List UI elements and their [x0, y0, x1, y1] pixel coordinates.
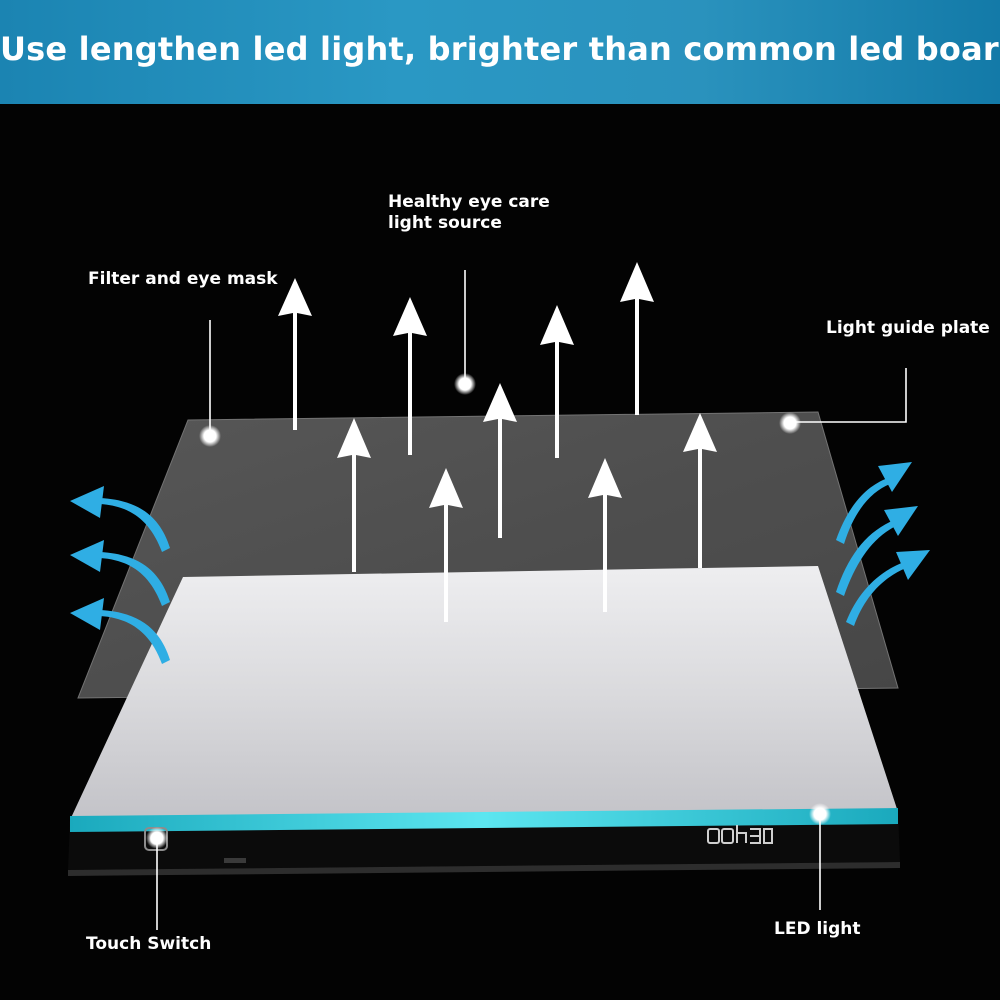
light-arrow	[483, 383, 517, 538]
curved-arrow	[70, 540, 170, 606]
light-arrow	[588, 458, 622, 612]
light-arrow	[683, 413, 717, 568]
leader-lines	[156, 270, 907, 930]
eye-care-callout: Healthy eye care light source	[388, 192, 550, 234]
banner-title: Use lengthen led light, brighter than co…	[0, 30, 1000, 68]
brand-logo	[707, 825, 773, 844]
dot-filter	[199, 425, 221, 447]
curved-arrow	[846, 550, 930, 626]
light-arrow	[540, 305, 574, 458]
callout-dots	[146, 373, 831, 849]
light-pad-surface	[70, 566, 898, 820]
led-light-callout: LED light	[774, 919, 861, 939]
curved-arrow	[70, 598, 170, 664]
curved-arrow	[70, 486, 170, 552]
side-arrows-right	[836, 462, 930, 626]
dot-eye-care	[454, 373, 476, 395]
curved-arrow	[836, 462, 912, 544]
header-banner: Use lengthen led light, brighter than co…	[0, 0, 1000, 104]
light-pad-bottom-edge	[68, 862, 900, 876]
curved-arrow	[836, 506, 918, 596]
dot-led-light	[809, 803, 831, 825]
light-arrow	[337, 418, 371, 572]
led-strip	[70, 808, 898, 832]
filter-callout: Filter and eye mask	[88, 269, 278, 289]
side-arrows-left	[70, 486, 170, 664]
usb-port	[224, 858, 246, 863]
light-arrows	[278, 262, 717, 622]
eye-care-line1: Healthy eye care	[388, 192, 550, 212]
light-guide-callout: Light guide plate	[826, 318, 990, 338]
light-arrow	[620, 262, 654, 415]
light-arrow	[278, 278, 312, 430]
dot-touch-switch	[146, 827, 168, 849]
touch-switch-callout: Touch Switch	[86, 934, 212, 954]
light-arrow	[393, 297, 427, 455]
eye-care-line2: light source	[388, 213, 502, 233]
light-arrow	[429, 468, 463, 622]
light-pad	[68, 566, 900, 876]
dot-light-guide	[779, 412, 801, 434]
